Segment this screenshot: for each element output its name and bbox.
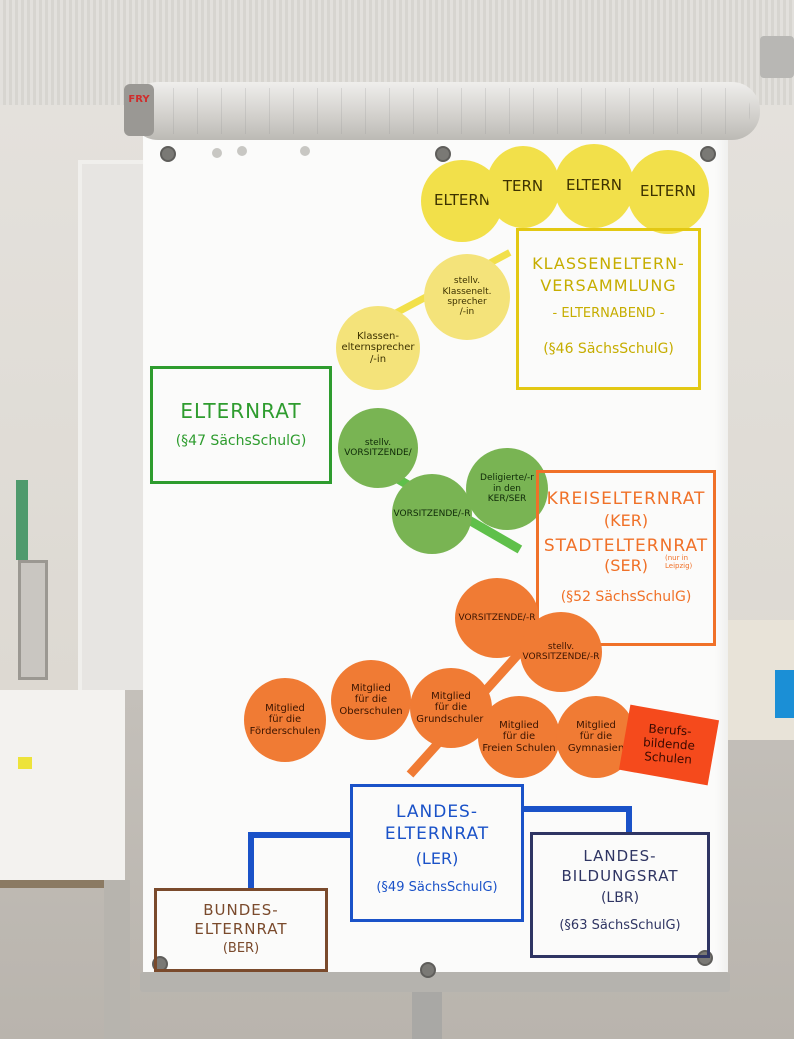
punch-hole — [237, 146, 247, 156]
state-education-council-law: (§63 SächsSchulG) — [559, 918, 681, 933]
class-parents-assembly-box: KLASSENELTERN- VERSAMMLUNG - ELTERNABEND… — [516, 228, 701, 390]
vocational-schools-label: Berufs- bildende Schulen — [642, 721, 696, 767]
member-private-schools-circle: Mitglied für die Freien Schulen — [478, 696, 560, 778]
city-council-abbr: (SER) — [604, 556, 648, 575]
blue-object — [775, 670, 794, 718]
magnet — [160, 146, 176, 162]
district-council-law: (§52 SächsSchulG) — [560, 589, 692, 605]
member-special-schools-circle: Mitglied für die Förderschulen — [244, 678, 326, 762]
magnet — [420, 962, 436, 978]
delegate-circle: Deligierte/-r in den KER/SER — [466, 448, 548, 530]
state-parents-council-box: LANDES- ELTERNRAT (LER) (§49 SächsSchulG… — [350, 784, 524, 922]
district-council-abbr: (KER) — [603, 511, 649, 530]
chair-circle: VORSITZENDE/-R — [392, 474, 472, 554]
district-council-box: KREISELTERNRAT (KER) STADTELTERNRAT (SER… — [536, 470, 716, 646]
parents-circle: ELTERN — [627, 150, 709, 234]
flipchart-stand — [412, 985, 442, 1039]
punch-hole — [212, 148, 222, 158]
member-primary-schools-circle: Mitglied für die Grundschulen — [410, 668, 492, 748]
city-council-title: STADTELTERNRAT — [543, 536, 709, 556]
shelf — [18, 560, 48, 680]
state-education-council-box: LANDES- BILDUNGSRAT (LBR) (§63 SächsSchu… — [530, 832, 710, 958]
connector-blue — [626, 806, 632, 832]
district-council-title: KREISELTERNRAT — [546, 489, 706, 509]
federal-parents-council-box: BUNDES- ELTERNRAT (BER) — [154, 888, 328, 972]
assembly-subtitle: - ELTERNABEND - — [552, 306, 665, 322]
connector-blue — [522, 806, 632, 812]
table-left — [0, 690, 125, 880]
parents-council-title: ELTERNRAT — [180, 399, 302, 423]
state-parents-council-law: (§49 SächsSchulG) — [376, 880, 498, 896]
roll-brand-label: FRY — [128, 94, 150, 105]
parents-council-law: (§47 SächsSchulG) — [175, 433, 307, 449]
connector-blue — [248, 832, 254, 888]
district-deputy-chair-circle: stellv. VORSITZENDE/-R — [520, 612, 602, 692]
state-parents-council-title: LANDES- ELTERNRAT — [384, 802, 490, 845]
deputy-class-rep-circle: stellv. Klassenelt. sprecher /-in — [424, 254, 510, 340]
table-leg — [104, 880, 130, 1039]
deputy-chair-circle: stellv. VORSITZENDE/ — [338, 408, 418, 488]
city-council-note: (nur in Leipzig) — [665, 554, 693, 570]
magnet — [700, 146, 716, 162]
federal-parents-council-abbr: (BER) — [222, 940, 260, 956]
wall-bracket — [760, 36, 794, 78]
punch-hole — [300, 146, 310, 156]
roll-cap — [124, 84, 154, 136]
federal-parents-council-title: BUNDES- ELTERNRAT — [194, 901, 288, 938]
paper-roll-grid — [150, 88, 750, 134]
folder — [16, 480, 28, 560]
assembly-title: KLASSENELTERN- VERSAMMLUNG — [532, 254, 685, 295]
state-parents-council-abbr: (LER) — [415, 849, 459, 869]
state-education-council-title: LANDES- BILDUNGSRAT — [561, 847, 679, 885]
parents-circle: ELTERN — [554, 144, 634, 228]
assembly-law: (§46 SächsSchulG) — [543, 341, 674, 358]
flipchart-tray — [140, 972, 730, 992]
class-rep-circle: Klassen- elternsprecher /-in — [336, 306, 420, 390]
door-frame — [78, 160, 148, 700]
paper-roll — [130, 82, 760, 140]
member-secondary-schools-circle: Mitglied für die Oberschulen — [331, 660, 411, 740]
parents-circle: TERN — [486, 146, 560, 228]
state-education-council-abbr: (LBR) — [600, 890, 640, 906]
magnet — [435, 146, 451, 162]
sticky-note — [18, 757, 32, 769]
connector-blue — [248, 832, 352, 838]
parents-council-box: ELTERNRAT (§47 SächsSchulG) — [150, 366, 332, 484]
